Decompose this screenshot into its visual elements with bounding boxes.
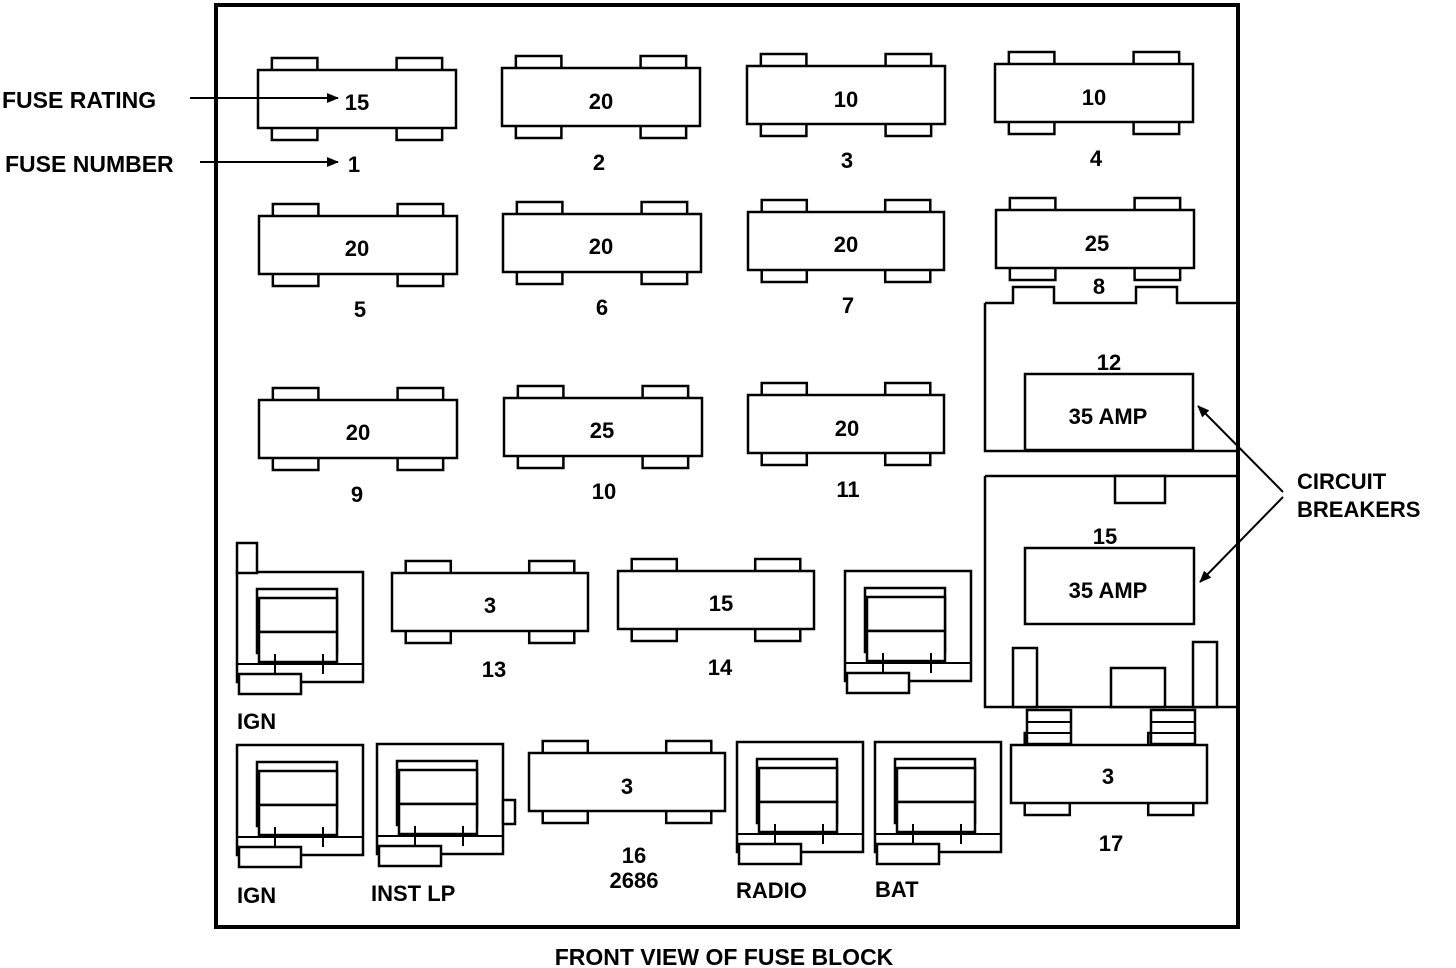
fuse-17-number: 17 [1099,831,1123,856]
relay-unlabeled-plug [845,671,911,695]
relay-radio-pins [737,824,863,844]
fuse-16-body [527,751,727,813]
relay-ign-upper-contact [257,630,339,664]
fuse-rating-legend: FUSE RATING [2,87,156,113]
relay-unlabeled-pins [845,653,971,673]
fuse-10-body [502,396,704,458]
relay-radio-coil [757,766,839,804]
circuit-breakers-label-line2: BREAKERS [1297,497,1420,522]
relay-ign-upper-lead [235,541,259,575]
fuse-7-rating: 20 [834,232,858,257]
breaker-15-tab [1113,474,1167,505]
relay-unlabeled-coil [865,595,947,633]
relay-inst-lp-contact [397,802,479,836]
fuse-4-body [993,62,1195,124]
fuse-17-clip [1025,708,1073,746]
fuse-11-rating: 20 [835,416,859,441]
fuse-block-frame [214,3,1240,929]
breaker-arrow-lower [1199,496,1284,583]
fuse-2-number: 2 [593,150,605,175]
fuse-3-rating: 10 [834,87,858,112]
breaker-arrow-upper [1197,405,1284,493]
relay-radio-plug [737,842,803,866]
fuse-6-body [501,212,703,274]
relay-inst-lp-pins [377,826,503,846]
fuse-5-rating: 20 [345,236,369,261]
fuse-11-number: 11 [836,477,859,502]
relay-bat-plug [875,842,941,866]
relay-ign-lower-label: IGN [237,883,276,908]
fuse-5-body [257,214,459,276]
fuse-number-legend: FUSE NUMBER [5,151,174,177]
fuse-13-rating: 3 [484,593,496,618]
relay-ign-lower-pins [237,827,363,847]
breaker-15-body [1023,546,1196,626]
relay-ign-upper-plug [237,672,303,696]
breaker-15-number: 15 [1093,524,1117,549]
relay-ign-lower-coil [257,769,339,807]
relay-ign-lower-plug [237,845,303,869]
fuse-10-rating: 25 [590,418,614,443]
fuse-17-rating: 3 [1102,764,1114,789]
relay-bat-contact [895,800,977,834]
fuse-14-rating: 15 [709,591,733,616]
fuse-3-body [745,64,947,126]
fuse-8-number: 8 [1093,274,1105,299]
fuse-16-rating: 3 [621,774,633,799]
relay-radio-label: RADIO [736,878,807,903]
relay-inst-lp-coil [397,768,479,806]
fuse-7-body [746,210,946,272]
fuse-11-body [746,393,946,455]
fuse-2-rating: 20 [589,89,613,114]
fuse-17-post [1191,640,1219,709]
fuse-14-number: 14 [708,655,733,680]
relay-inst-lp-label: INST LP [371,881,455,906]
fuse-1-rating: 15 [345,90,369,115]
fuse-17-post [1109,666,1167,709]
fuse-9-body [257,398,459,460]
relay-bat-label: BAT [875,877,919,902]
fuse-17-body [1009,743,1209,805]
relay-ign-lower-contact [257,803,339,837]
fuse-16-number: 16 [622,843,646,868]
fuse-7-number: 7 [842,293,854,318]
fuse-9-number: 9 [351,482,363,507]
relay-inst-lp-tab [501,798,517,826]
fuse-17-post [1011,646,1039,709]
fuse-9-rating: 20 [346,420,370,445]
relay-radio-contact [757,800,839,834]
fuse-8-rating: 25 [1085,231,1109,256]
relay-bat-coil [895,766,977,804]
fuse-10-number: 10 [592,479,616,504]
fuse-1-number: 1 [348,152,360,177]
fuse-13-number: 13 [482,657,506,682]
fuse-16-part-number: 2686 [610,868,659,893]
fuse-4-rating: 10 [1082,85,1106,110]
fuse-13-body [390,571,590,633]
diagram-caption: FRONT VIEW OF FUSE BLOCK [555,944,894,968]
relay-ign-upper-label: IGN [237,709,276,734]
fuse-6-number: 6 [596,295,608,320]
relay-ign-upper-pins [237,654,363,674]
circuit-breakers-label-line1: CIRCUIT [1297,469,1387,494]
fuse-4-number: 4 [1090,146,1103,171]
fuse-8-body [994,208,1196,270]
fuse-2-body [500,66,702,128]
fuse-5-number: 5 [354,297,366,322]
fuse-6-rating: 20 [589,234,613,259]
fuse-17-clip [1149,708,1197,746]
relay-ign-upper-coil [257,596,339,634]
fuse-3-number: 3 [841,148,853,173]
fuse-17-clip-lines [1027,721,1195,734]
fuse-14-body [616,569,816,631]
relay-unlabeled-contact [865,629,947,663]
breaker-15-rating: 35 AMP [1069,578,1148,603]
fuse-block-shapes [235,50,1237,869]
relay-bat-pins [875,824,1001,844]
breaker-12-number: 12 [1097,350,1121,375]
relay-inst-lp-plug [377,844,443,868]
breaker-12-rating: 35 AMP [1069,404,1148,429]
breaker-12-body [1023,372,1195,452]
